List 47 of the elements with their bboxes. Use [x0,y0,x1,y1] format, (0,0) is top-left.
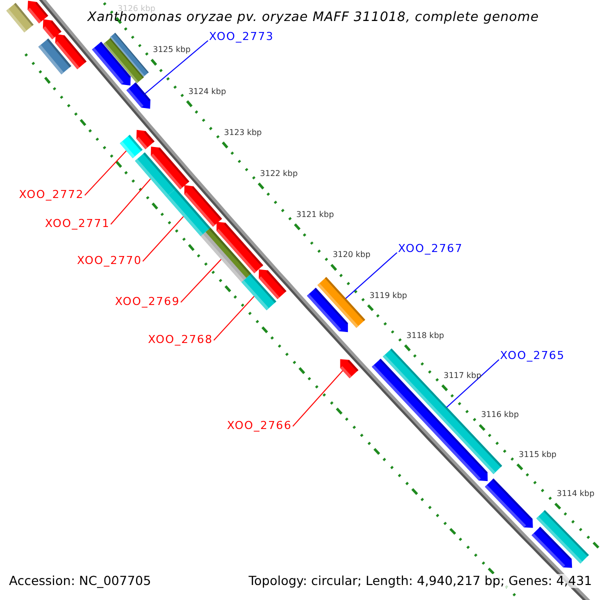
accession-text: Accession: NC_007705 [9,574,152,588]
gene-bar [484,478,533,528]
tick-label: 3121 kbp [296,210,334,219]
gene-bar [6,2,34,32]
gene-label: XOO_2765 [500,350,565,363]
gene-label: XOO_2766 [227,420,292,433]
gene-label: XOO_2767 [398,243,463,256]
tick-label: 3126 kbp [118,4,156,13]
gene-bar [136,130,154,150]
leader-line [142,216,184,262]
leader-line [144,40,208,94]
tick-label: 3115 kbp [518,450,556,460]
gene-bar [92,42,131,86]
gene-bar [38,38,72,74]
gene-bar [150,146,190,190]
tick-label: 3122 kbp [260,169,298,178]
leader-line [213,296,255,341]
gene-bar [340,359,358,378]
tick-label: 3119 kbp [369,290,408,300]
gene-label: XOO_2771 [45,218,110,231]
tick-label: 3120 kbp [332,250,370,260]
gene-label: XOO_2773 [209,31,274,44]
gene-label: XOO_2769 [115,296,180,309]
gene-label: XOO_2770 [77,255,142,268]
leader-line [110,178,151,225]
gene-bar [216,222,264,274]
map-title: Xanthomonas oryzae pv. oryzae MAFF 311018, complete genome [88,10,539,25]
leader-line [84,150,127,196]
leader-line [446,359,500,408]
gene-bar [184,185,222,227]
gene-bar [258,269,286,300]
genome-info-text: Topology: circular; Length: 4,940,217 bp; Genes: 4,431 [248,574,592,588]
tick-label: 3114 kbp [556,489,594,498]
leader-line [292,370,344,427]
tick-label: 3118 kbp [406,330,444,340]
tick-label: 3117 kbp [444,370,482,380]
gene-label: XOO_2772 [19,189,84,202]
tick-label: 3123 kbp [224,128,262,138]
tick-label: 3124 kbp [188,86,226,96]
gene-bar [306,288,348,332]
gene-bar [126,82,150,109]
tick-label: 3125 kbp [152,45,191,54]
gene-label: XOO_2768 [148,334,213,347]
leader-line [180,258,222,303]
gene-bar [532,526,572,568]
tick-label: 3116 kbp [481,410,519,420]
leader-line [345,252,398,299]
